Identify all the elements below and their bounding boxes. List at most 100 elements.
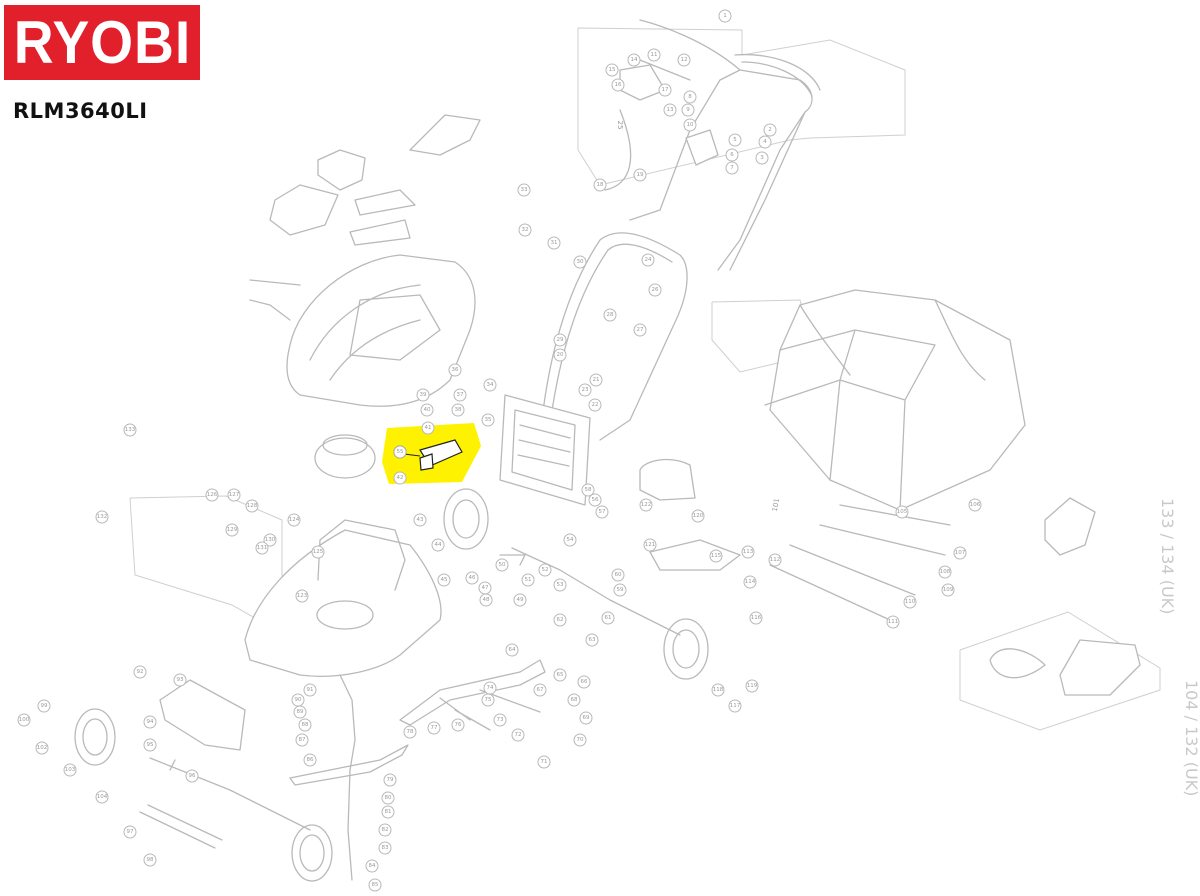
callout-number: 13 <box>667 107 674 113</box>
callout-15: 15 <box>605 63 619 77</box>
callout-45: 45 <box>437 573 451 587</box>
callout-60: 60 <box>611 568 625 582</box>
callout-47: 47 <box>478 581 492 595</box>
callout-24: 24 <box>641 253 655 267</box>
callout-number: 33 <box>521 187 528 193</box>
callout-99: 99 <box>37 699 51 713</box>
callout-number: 61 <box>605 615 612 621</box>
callout-63: 63 <box>585 633 599 647</box>
wheel-rear-left <box>74 708 116 766</box>
callout-number: 50 <box>499 562 506 568</box>
callout-115: 115 <box>709 549 723 563</box>
callout-28: 28 <box>603 308 617 322</box>
grass-collection-bag <box>769 289 1026 511</box>
callout-number: 98 <box>147 857 154 863</box>
callout-number: 69 <box>583 715 590 721</box>
callout-number: 104 <box>97 794 108 800</box>
callout-number: 111 <box>888 619 899 625</box>
callout-number: 117 <box>730 703 741 709</box>
callout-number: 27 <box>637 327 644 333</box>
logo-text: RYOBI <box>13 8 191 76</box>
callout-number: 67 <box>537 687 544 693</box>
callout-number: 6 <box>730 152 734 158</box>
callout-49: 49 <box>513 593 527 607</box>
callout-layer: 1234567891011121314151617181920212223242… <box>17 9 982 892</box>
callout-number: 120 <box>693 513 704 519</box>
handle-bracket <box>409 114 481 156</box>
callout-number: 118 <box>713 687 724 693</box>
callout-number: 130 <box>265 537 276 543</box>
callout-number: 96 <box>189 773 196 779</box>
callout-90: 90 <box>291 693 305 707</box>
callout-number: 83 <box>382 845 389 851</box>
callout-5: 5 <box>728 133 742 147</box>
callout-number: 7 <box>730 165 734 171</box>
callout-126: 126 <box>205 488 219 502</box>
callout-48: 48 <box>479 593 493 607</box>
callout-73: 73 <box>493 713 507 727</box>
callout-3: 3 <box>755 151 769 165</box>
callout-69: 69 <box>579 711 593 725</box>
handle-cable <box>604 59 691 191</box>
callout-number: 35 <box>485 417 492 423</box>
callout-83: 83 <box>378 841 392 855</box>
callout-106: 106 <box>968 498 982 512</box>
callout-number: 37 <box>457 392 464 398</box>
callout-number: 114 <box>745 579 756 585</box>
callout-number: 121 <box>645 542 656 548</box>
callout-103: 103 <box>63 763 77 777</box>
lower-handle <box>539 232 688 441</box>
body-cover <box>286 254 476 407</box>
callout-52: 52 <box>538 563 552 577</box>
height-link-bar <box>139 804 223 849</box>
callout-29: 29 <box>553 333 567 347</box>
callout-112: 112 <box>768 553 782 567</box>
rear-guard-grille <box>511 409 576 491</box>
callout-129: 129 <box>225 523 239 537</box>
callout-number: 57 <box>599 509 606 515</box>
callout-number: 75 <box>485 697 492 703</box>
callout-number: 11 <box>651 52 658 58</box>
handle-top-grip <box>734 53 821 97</box>
grass-bag-rim <box>799 299 986 381</box>
callout-96: 96 <box>185 769 199 783</box>
callout-number: 113 <box>743 549 754 555</box>
callout-number: 36 <box>452 367 459 373</box>
callout-number: 26 <box>652 287 659 293</box>
callout-7: 7 <box>725 161 739 175</box>
callout-4: 4 <box>758 135 772 149</box>
callout-37: 37 <box>453 388 467 402</box>
callout-number: 106 <box>970 502 981 508</box>
callout-61: 61 <box>601 611 615 625</box>
callout-number: 64 <box>509 647 516 653</box>
callout-121: 121 <box>643 538 657 552</box>
callout-54: 54 <box>563 533 577 547</box>
callout-78: 78 <box>403 725 417 739</box>
callout-11: 11 <box>647 48 661 62</box>
callout-number: 3 <box>760 155 764 161</box>
callout-56: 56 <box>588 493 602 507</box>
group-label-battery: 133 / 134 (UK) <box>1158 498 1177 614</box>
callout-88: 88 <box>298 718 312 732</box>
callout-31: 31 <box>547 236 561 250</box>
callout-number: 103 <box>65 767 76 773</box>
callout-number: 115 <box>711 553 722 559</box>
callout-123: 123 <box>295 589 309 603</box>
callout-number: 40 <box>424 407 431 413</box>
callout-116: 116 <box>749 611 763 625</box>
battery-pack <box>1044 497 1096 556</box>
callout-number: 60 <box>615 572 622 578</box>
callout-number: 95 <box>147 742 154 748</box>
callout-57: 57 <box>595 505 609 519</box>
callout-number: 12 <box>681 57 688 63</box>
callout-72: 72 <box>511 728 525 742</box>
callout-119: 119 <box>745 679 759 693</box>
callout-number: 123 <box>297 593 308 599</box>
callout-42: 42 <box>393 471 407 485</box>
lid-top <box>317 149 366 191</box>
callout-114: 114 <box>743 575 757 589</box>
callout-number: 28 <box>607 312 614 318</box>
callout-55: 55 <box>393 445 407 459</box>
callout-number: 68 <box>571 697 578 703</box>
callout-number: 77 <box>431 725 438 731</box>
